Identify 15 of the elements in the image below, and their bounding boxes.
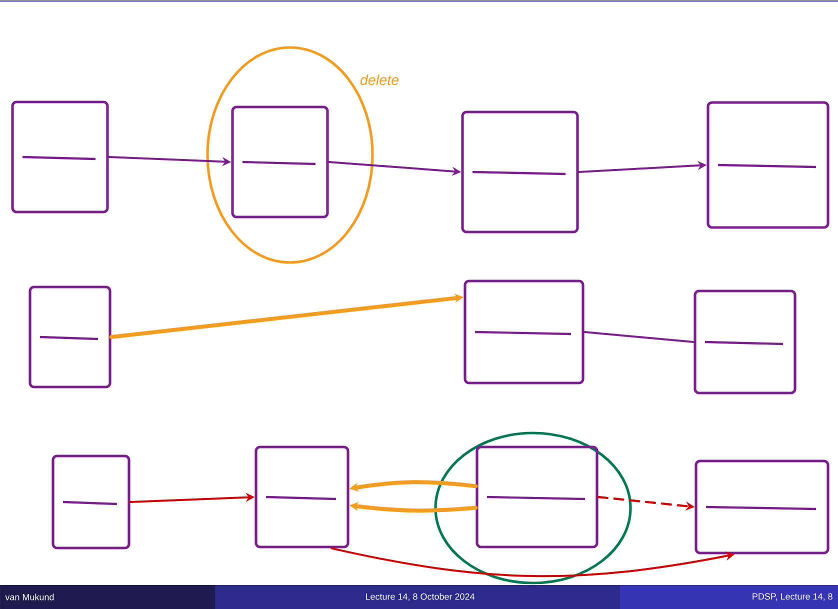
list-node-box bbox=[28, 286, 112, 388]
list-node-box bbox=[52, 454, 130, 550]
list-node-box bbox=[706, 101, 830, 229]
list-node-box bbox=[694, 460, 830, 554]
list-node-box bbox=[694, 290, 796, 394]
list-node-box bbox=[11, 100, 109, 214]
highlight-circle bbox=[434, 432, 632, 584]
footer-text: Lecture 14, 8 October 2024 bbox=[366, 593, 474, 601]
list-node-box bbox=[254, 446, 350, 548]
footer-text: PDSP, Lecture 14, 8 bbox=[752, 593, 832, 601]
footer-text: van Mukund bbox=[5, 594, 54, 600]
list-node-box bbox=[231, 106, 329, 218]
list-node-box bbox=[461, 110, 579, 234]
list-node-box bbox=[476, 446, 598, 548]
list-node-box bbox=[464, 280, 584, 384]
